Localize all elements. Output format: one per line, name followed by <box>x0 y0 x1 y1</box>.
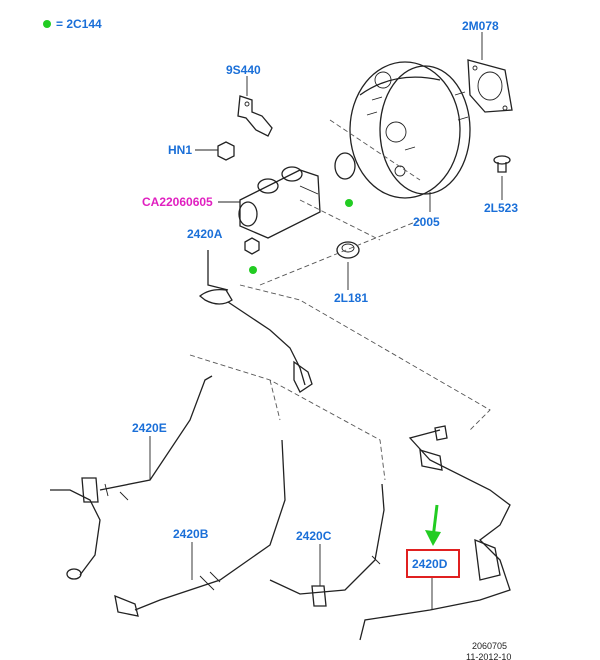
label-2420a[interactable]: 2420A <box>187 227 223 241</box>
hose-2420c[interactable] <box>269 483 385 607</box>
label-2005[interactable]: 2005 <box>413 215 440 229</box>
label-2420d[interactable]: 2420D <box>412 557 448 571</box>
o-ring[interactable] <box>334 152 356 180</box>
highlight-box <box>406 549 460 578</box>
hose-2420b[interactable] <box>114 439 286 617</box>
label-9s440[interactable]: 9S440 <box>226 63 261 77</box>
label-2420c[interactable]: 2420C <box>296 529 332 543</box>
hose-2420d[interactable] <box>359 425 511 641</box>
fitting-2l523[interactable] <box>493 155 511 173</box>
nut-lower[interactable] <box>244 237 260 255</box>
diagram-subcode: 11-2012-10 <box>466 652 511 660</box>
marker-dot-nut <box>249 266 257 274</box>
label-ca22060605[interactable]: CA22060605 <box>142 195 213 209</box>
master-cylinder[interactable] <box>238 166 321 239</box>
hose-2420a[interactable] <box>198 250 313 393</box>
bracket-9s440[interactable] <box>237 95 273 137</box>
marker-dot-oring <box>345 199 353 207</box>
label-2l523[interactable]: 2L523 <box>484 201 518 215</box>
legend-marker <box>43 20 51 28</box>
legend-text: = 2C144 <box>56 17 102 31</box>
nut-hn1[interactable] <box>217 141 235 161</box>
highlight-arrow-head <box>425 530 441 546</box>
label-2m078[interactable]: 2M078 <box>462 19 499 33</box>
label-2420b[interactable]: 2420B <box>173 527 209 541</box>
label-2420e[interactable]: 2420E <box>132 421 167 435</box>
label-2l181[interactable]: 2L181 <box>334 291 368 305</box>
hose-2420e[interactable] <box>50 375 213 580</box>
diagram-code: 2060705 <box>472 641 507 651</box>
reference-lines <box>189 119 491 481</box>
grommet-2l181[interactable] <box>336 241 360 259</box>
gasket-2m078[interactable] <box>467 59 513 113</box>
brake-booster[interactable] <box>349 61 471 199</box>
label-hn1[interactable]: HN1 <box>168 143 192 157</box>
